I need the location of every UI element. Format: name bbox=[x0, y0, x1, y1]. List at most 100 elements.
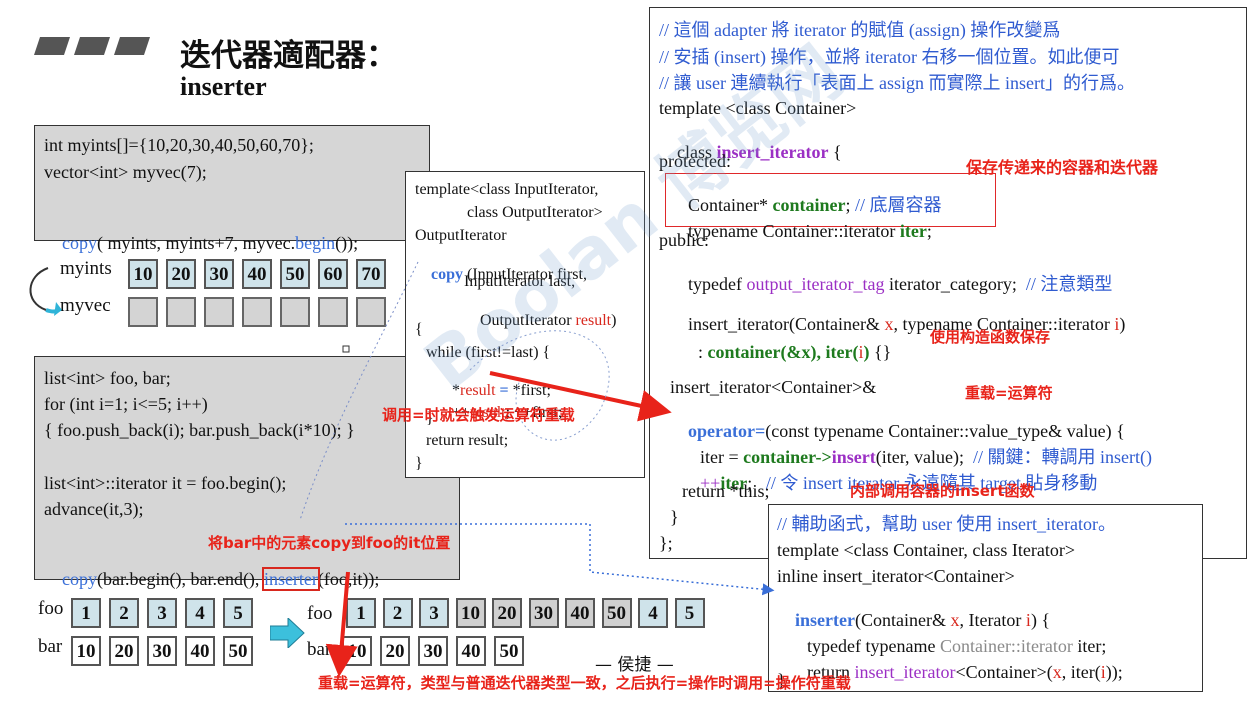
slide-title: 迭代器適配器： bbox=[180, 38, 397, 74]
array-cell: 3 bbox=[419, 598, 449, 628]
code-token: , typename Container::iterator bbox=[893, 314, 1115, 334]
code-line: }; bbox=[659, 533, 673, 553]
curved-arrow-icon bbox=[29, 267, 62, 316]
code-line: advance(it,3); bbox=[44, 499, 144, 519]
protected-members-highlight bbox=[665, 173, 996, 227]
foo-after-label: foo bbox=[307, 603, 333, 624]
code-comment: // 這個 adapter 將 iterator 的賦值 (assign) 操作… bbox=[659, 20, 1061, 40]
array-cell bbox=[242, 297, 272, 327]
code-line: for (int i=1; i<=5; i++) bbox=[44, 394, 208, 414]
code-token: , Iterator bbox=[959, 610, 1026, 630]
code-token: // 底層容器 bbox=[854, 195, 942, 215]
array-cell: 60 bbox=[318, 259, 348, 289]
author-credit: — 侯捷 — bbox=[595, 655, 674, 675]
code-token: copy bbox=[62, 569, 97, 589]
code-token: (bar.begin(), bar.end(), bbox=[97, 569, 264, 589]
code-token: ( myints, myints+7, myvec. bbox=[97, 233, 296, 253]
code-line: typedef typename Container::iterator ite… bbox=[789, 619, 1106, 673]
code-line: copy(bar.begin(), bar.end(), inserter(fo… bbox=[44, 552, 379, 606]
array-cell: 50 bbox=[223, 636, 253, 666]
annotation-save-members: 保存传递来的容器和迭代器 bbox=[966, 158, 1159, 177]
array-cell: 5 bbox=[674, 598, 705, 628]
code-token: x bbox=[1052, 662, 1062, 682]
code-comment: // 讓 user 連續執行「表面上 assign 而實際上 insert」的行… bbox=[659, 73, 1135, 93]
code-token: Container* bbox=[688, 195, 773, 215]
code-token: container(&x), iter( bbox=[707, 342, 859, 362]
array-cell: 10 bbox=[342, 636, 372, 666]
code-token: ; bbox=[747, 473, 766, 493]
code-token: container-> bbox=[743, 447, 832, 467]
inserter-function-box: // 輔助函式，幫助 user 使用 insert_iterator。 temp… bbox=[768, 504, 1203, 692]
code-line: typedef output_iterator_tag iterator_cat… bbox=[670, 257, 1112, 311]
array-cell: 50 bbox=[280, 259, 310, 289]
code-line: template <class Container, class Iterato… bbox=[777, 540, 1075, 560]
code-token: insert_iterator bbox=[716, 142, 829, 162]
code-token: begin bbox=[295, 233, 336, 253]
code-token: <Container>( bbox=[955, 662, 1053, 682]
code-token: ++ bbox=[452, 404, 471, 421]
code-token: typedef typename bbox=[807, 636, 940, 656]
code-token: i bbox=[1114, 314, 1120, 334]
code-token: ; bbox=[845, 195, 855, 215]
code-line: OutputIterator result) bbox=[464, 297, 616, 345]
code-token: ; bbox=[926, 221, 932, 241]
code-token: // 令 insert iterator 永遠隨其 target 貼身移動 bbox=[765, 473, 1098, 493]
array-cell: 2 bbox=[382, 598, 413, 628]
code-token: inserter bbox=[795, 610, 855, 630]
array-cell: 40 bbox=[242, 259, 272, 289]
code-token: insert bbox=[831, 447, 876, 467]
code-token: x bbox=[884, 314, 894, 334]
code-line: return *this; bbox=[682, 481, 770, 501]
array-cell: 10 bbox=[128, 259, 158, 289]
array-cell: 30 bbox=[147, 636, 177, 666]
code-token: insert_iterator bbox=[854, 662, 956, 682]
array-cell: 50 bbox=[601, 598, 632, 628]
code-token: (const typename Container::value_type& v… bbox=[765, 421, 1125, 441]
array-cell: 20 bbox=[166, 259, 196, 289]
code-token: copy bbox=[431, 266, 463, 283]
code-token: iter; bbox=[1072, 636, 1107, 656]
array-cell: 5 bbox=[223, 598, 253, 628]
array-cell: 40 bbox=[565, 598, 595, 628]
right-arrow-icon bbox=[270, 618, 305, 648]
code-token: // 關鍵：轉調用 insert() bbox=[972, 447, 1152, 467]
code-line: vector<int> myvec(7); bbox=[44, 162, 207, 182]
annotation-ctor-save: 使用构造函数保存 bbox=[930, 328, 1051, 346]
array-cell: 3 bbox=[147, 598, 177, 628]
code-token: inserter bbox=[261, 567, 320, 591]
array-cell: 20 bbox=[492, 598, 522, 628]
array-cell: 1 bbox=[346, 598, 376, 628]
code-line: public: bbox=[659, 230, 709, 250]
code-token: {} bbox=[869, 342, 892, 362]
code-token: (Container& bbox=[854, 610, 951, 630]
code-line: operator=(const typename Container::valu… bbox=[670, 404, 1125, 458]
array-cell bbox=[128, 297, 158, 327]
code-token: )); bbox=[1105, 662, 1123, 682]
code-token: copy bbox=[62, 233, 97, 253]
array-cell bbox=[318, 297, 348, 327]
code-token: ) bbox=[611, 312, 617, 329]
code-line: Container* container; // 底層容器 bbox=[670, 178, 942, 232]
array-cell bbox=[204, 297, 234, 327]
code-token: i bbox=[858, 342, 864, 362]
code-token: operator= bbox=[688, 421, 766, 441]
code-token: return bbox=[807, 662, 855, 682]
code-token: (InputIterator first, bbox=[463, 266, 587, 283]
code-line: class insert_iterator { bbox=[659, 125, 842, 179]
code-line: class OutputIterator> bbox=[467, 204, 603, 221]
code-token: Container::iterator bbox=[939, 636, 1073, 656]
code-token: * bbox=[452, 382, 460, 399]
header-bars-icon bbox=[34, 37, 150, 55]
code-line: typename Container::iterator iter; bbox=[670, 204, 932, 258]
code-line: } bbox=[670, 507, 679, 527]
code-token: (foo,it)); bbox=[317, 569, 380, 589]
code-comment: // 輔助函式，幫助 user 使用 insert_iterator。 bbox=[777, 514, 1116, 534]
array-cell: 30 bbox=[528, 598, 559, 628]
array-cell: 40 bbox=[456, 636, 486, 666]
code-line: OutputIterator bbox=[415, 227, 507, 244]
array-cell: 20 bbox=[380, 636, 410, 666]
array-cell: 10 bbox=[71, 636, 101, 666]
code-line: copy (InputIterator first, bbox=[415, 251, 587, 299]
code-token: x bbox=[950, 610, 960, 630]
array-cell: 1 bbox=[71, 598, 101, 628]
